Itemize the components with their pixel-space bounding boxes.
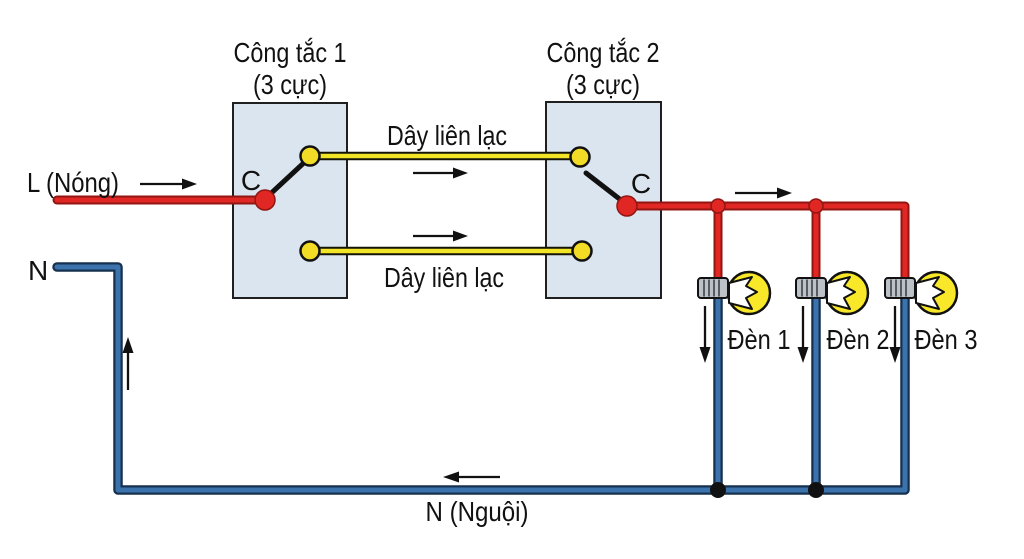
traveler-top-right-arrow-icon: [413, 167, 468, 179]
neutral-junction-dot-1: [710, 482, 726, 498]
neutral-junction-dot-2: [808, 482, 824, 498]
lamp-2-base-threads: [801, 279, 818, 297]
switch1-title-line2: (3 cực): [253, 69, 327, 100]
live-junction-dot-2: [808, 198, 824, 214]
switch1-terminal-top: [299, 145, 321, 167]
live-run: [627, 201, 910, 284]
switch1-common-terminal: [254, 189, 276, 211]
neutral-return-label: N (Nguội): [426, 496, 529, 527]
lamp-3-down-arrow-icon: [889, 306, 901, 363]
lamp-3-label: Đèn 3: [915, 324, 978, 355]
neutral-main-run-core: [54, 264, 908, 493]
switch1-common-label: C: [241, 165, 261, 196]
traveler-bottom-label: Dây liên lạc: [384, 262, 504, 293]
lamp-1-filament: [728, 276, 758, 310]
lamp-1-label: Đèn 1: [728, 324, 791, 355]
traveler-top-label: Dây liên lạc: [387, 120, 507, 151]
live-run-core: [627, 203, 908, 284]
lamp-3-filament: [915, 276, 945, 310]
lamp-3-base-threads: [890, 279, 907, 297]
live-wire-label: L (Nóng): [27, 167, 119, 198]
neutral-wire-label: N: [28, 255, 48, 286]
switch2-terminal-bottom: [571, 240, 593, 262]
lamp-2-down-arrow-icon: [797, 306, 809, 363]
traveler-wires-core: [310, 153, 582, 254]
live-flow-right-arrow-icon: [140, 178, 197, 190]
neutral-return-left-arrow-icon: [443, 471, 500, 483]
traveler-bottom-right-arrow-icon: [413, 230, 468, 242]
neutral-main-run: [52, 262, 910, 495]
switch2-box: [545, 101, 662, 299]
lamps: [697, 270, 959, 316]
switch2-common-terminal: [616, 195, 638, 217]
switch2-common-label: C: [631, 168, 651, 199]
switch-boxes: [232, 101, 662, 299]
common-terminals: [254, 189, 824, 217]
flow-arrows: [122, 167, 901, 483]
lamp-1-base-threads: [703, 279, 720, 297]
live-junction-dot-1: [710, 198, 726, 214]
live-run-right-arrow-icon: [735, 187, 792, 199]
traveler-terminals: [299, 145, 593, 262]
diagram-labels: Công tắc 1 (3 cực) Công tắc 2 (3 cực) Dâ…: [27, 37, 978, 527]
switch1-title-line1: Công tắc 1: [234, 37, 347, 68]
lamp-1-bulb-icon: [697, 270, 772, 316]
switch2-title-line2: (3 cực): [566, 69, 640, 100]
neutral-wire-outline: [52, 262, 910, 495]
lamp-2-filament: [826, 276, 856, 310]
lamp-1-down-arrow-icon: [699, 306, 711, 363]
neutral-up-arrow-icon: [122, 337, 134, 390]
lamp-3-bulb-icon: [884, 270, 959, 316]
switch1-terminal-bottom: [299, 240, 321, 262]
lamp-2-label: Đèn 2: [827, 324, 890, 355]
switch2-title-line1: Công tắc 2: [547, 37, 660, 68]
neutral-wire-core: [54, 264, 908, 493]
switch1-lever: [263, 156, 311, 201]
switch2-terminal-top: [569, 146, 591, 168]
lamp-2-bulb-icon: [795, 270, 870, 316]
neutral-junction-dots: [710, 482, 824, 498]
